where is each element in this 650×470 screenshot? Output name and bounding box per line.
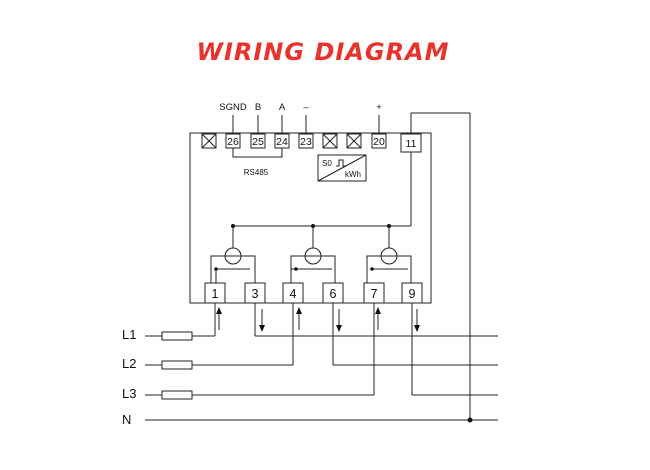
arrow-in-4 xyxy=(296,307,302,330)
svg-text:6: 6 xyxy=(330,287,337,301)
line-label-l2: L2 xyxy=(122,356,136,371)
svg-text:kWh: kWh xyxy=(345,170,361,179)
svg-text:4: 4 xyxy=(290,287,297,301)
svg-text:23: 23 xyxy=(300,136,312,148)
diagram-title: WIRING DIAGRAM xyxy=(196,38,449,66)
line-label-n: N xyxy=(122,412,131,427)
s0-pulse-output: S0 kWh xyxy=(317,154,367,182)
rs485-label: RS485 xyxy=(244,168,269,177)
l2-fuse xyxy=(161,360,193,370)
svg-text:25: 25 xyxy=(252,136,264,148)
svg-text:S0: S0 xyxy=(322,159,332,168)
blank-terminal-2 xyxy=(322,133,338,149)
svg-text:1: 1 xyxy=(212,287,219,301)
terminal-26: 26 xyxy=(225,133,241,149)
phase-3-current-coil xyxy=(366,226,412,283)
line-label-l1: L1 xyxy=(122,327,136,342)
arrow-out-9 xyxy=(414,309,420,332)
arrow-in-1 xyxy=(216,307,222,330)
blank-terminal-1 xyxy=(201,133,217,149)
terminal-20: 20 xyxy=(371,133,387,149)
arrow-out-6 xyxy=(336,309,342,332)
svg-text:7: 7 xyxy=(371,287,378,301)
l3-wiring xyxy=(145,303,498,400)
phase-1-current-coil xyxy=(210,226,256,283)
line-label-l3: L3 xyxy=(122,386,136,401)
blank-terminal-3 xyxy=(346,133,362,149)
terminal-25: 25 xyxy=(250,133,266,149)
terminal-23: 23 xyxy=(298,133,314,149)
terminal-9: 9 xyxy=(401,282,423,304)
l1-fuse xyxy=(161,331,193,341)
terminal-4: 4 xyxy=(282,282,304,304)
terminal-11: 11 xyxy=(400,133,422,153)
rs485-bracket xyxy=(232,148,283,158)
svg-text:24: 24 xyxy=(276,136,288,148)
svg-text:3: 3 xyxy=(252,287,259,301)
label-minus: – xyxy=(303,102,309,113)
svg-text:26: 26 xyxy=(227,136,239,148)
meter-body xyxy=(189,132,432,304)
terminal-3: 3 xyxy=(244,282,266,304)
phase-2-current-coil xyxy=(290,226,336,283)
label-plus: + xyxy=(376,102,382,113)
label-sgnd: SGND xyxy=(219,102,247,113)
svg-text:11: 11 xyxy=(406,138,417,150)
l1-wiring xyxy=(145,303,498,341)
arrow-in-7 xyxy=(375,307,381,330)
l2-wiring xyxy=(145,303,498,370)
label-a: A xyxy=(279,102,286,113)
svg-text:20: 20 xyxy=(373,136,385,148)
l3-fuse xyxy=(161,390,193,400)
arrow-out-3 xyxy=(259,309,265,332)
svg-text:9: 9 xyxy=(409,287,416,301)
terminal-24: 24 xyxy=(274,133,290,149)
terminal-7: 7 xyxy=(363,282,385,304)
terminal-6: 6 xyxy=(322,282,344,304)
terminal-1: 1 xyxy=(204,282,226,304)
label-b: B xyxy=(255,102,261,113)
neutral-wiring xyxy=(145,417,498,423)
